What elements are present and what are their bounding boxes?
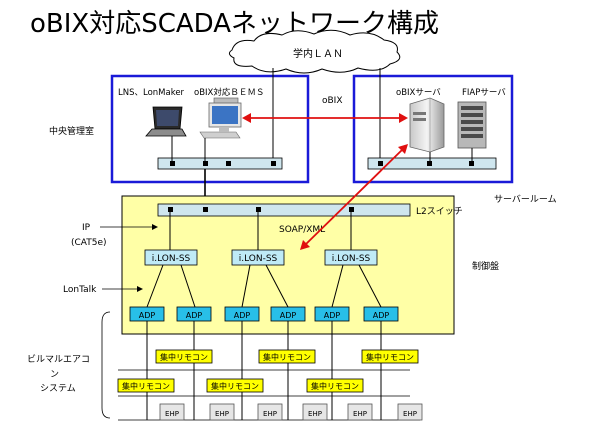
ehp-unit-2: EHP bbox=[209, 403, 235, 421]
central-switch-bar bbox=[157, 157, 283, 170]
adp-6: ADP bbox=[363, 306, 399, 322]
fiap-server-label: FIAPサーバ bbox=[462, 88, 506, 98]
ehp-unit-1: EHP bbox=[159, 403, 185, 421]
building-ac-label-2: ン bbox=[50, 370, 59, 380]
ilon-ss-2: i.LON-SS bbox=[231, 249, 285, 266]
cloud-label: 学内ＬＡＮ bbox=[293, 47, 343, 60]
svg-text:ADP: ADP bbox=[373, 311, 390, 320]
lns-label: LNS、LonMaker bbox=[118, 88, 185, 98]
central-room-label: 中央管理室 bbox=[49, 125, 94, 137]
svg-text:集中リモコン: 集中リモコン bbox=[160, 352, 208, 362]
adp-3: ADP bbox=[224, 306, 260, 322]
system-bracket bbox=[101, 311, 111, 419]
adp-1: ADP bbox=[129, 306, 165, 322]
desktop-pc-icon bbox=[199, 97, 242, 139]
svg-text:EHP: EHP bbox=[308, 410, 322, 418]
obix-protocol-label: oBIX bbox=[322, 96, 343, 106]
svg-text:EHP: EHP bbox=[215, 410, 229, 418]
central-remote-lower-2: 集中リモコン bbox=[206, 378, 264, 393]
l2-switch-bar bbox=[157, 203, 411, 217]
svg-text:i.LON-SS: i.LON-SS bbox=[332, 254, 371, 264]
ehp-unit-6: EHP bbox=[397, 403, 423, 421]
soap-xml-label: SOAP/XML bbox=[279, 225, 325, 235]
bems-label: oBIX対応ＢＥＭＳ bbox=[194, 87, 264, 98]
adp-4: ADP bbox=[270, 306, 306, 322]
page-title: oBIX対応SCADAネットワーク構成 bbox=[30, 9, 439, 39]
svg-text:ADP: ADP bbox=[234, 311, 251, 320]
server-room-label: サーバールーム bbox=[494, 194, 557, 205]
campus-lan-cloud: 学内ＬＡＮ bbox=[228, 29, 401, 74]
svg-text:ADP: ADP bbox=[186, 311, 203, 320]
svg-text:集中リモコン: 集中リモコン bbox=[211, 381, 259, 391]
svg-text:ADP: ADP bbox=[139, 311, 156, 320]
ilon-ss-1: i.LON-SS bbox=[144, 249, 198, 266]
svg-text:EHP: EHP bbox=[263, 410, 277, 418]
ip-label: IP bbox=[82, 223, 91, 233]
central-remote-upper-1: 集中リモコン bbox=[155, 349, 213, 364]
svg-text:集中リモコン: 集中リモコン bbox=[122, 381, 170, 391]
server-room-box bbox=[352, 74, 514, 184]
svg-text:ADP: ADP bbox=[280, 311, 297, 320]
obix-server-icon bbox=[409, 97, 445, 153]
lontalk-label: LonTalk bbox=[63, 285, 97, 295]
ilon-ss-3: i.LON-SS bbox=[324, 249, 378, 266]
fiap-server-icon bbox=[457, 101, 487, 149]
cat5e-label: (CAT5e) bbox=[71, 238, 107, 248]
adp-2: ADP bbox=[176, 306, 212, 322]
svg-text:ADP: ADP bbox=[324, 311, 341, 320]
svg-text:EHP: EHP bbox=[403, 410, 417, 418]
adp-5: ADP bbox=[314, 306, 350, 322]
central-remote-lower-3: 集中リモコン bbox=[306, 378, 364, 393]
central-remote-upper-3: 集中リモコン bbox=[361, 349, 419, 364]
central-room-box bbox=[110, 74, 310, 184]
central-remote-lower-1: 集中リモコン bbox=[117, 378, 175, 393]
svg-text:EHP: EHP bbox=[353, 410, 367, 418]
system-label: システム bbox=[40, 383, 76, 394]
control-panel-label: 制御盤 bbox=[472, 260, 499, 272]
ehp-unit-5: EHP bbox=[347, 403, 373, 421]
obix-server-label: oBIXサーバ bbox=[396, 88, 441, 98]
svg-text:集中リモコン: 集中リモコン bbox=[311, 381, 359, 391]
l2-switch-label: L2スイッチ bbox=[416, 206, 463, 217]
svg-text:i.LON-SS: i.LON-SS bbox=[239, 254, 278, 264]
laptop-icon bbox=[145, 106, 187, 137]
ehp-unit-4: EHP bbox=[302, 403, 328, 421]
central-remote-upper-2: 集中リモコン bbox=[258, 349, 316, 364]
ehp-unit-3: EHP bbox=[257, 403, 283, 421]
svg-text:i.LON-SS: i.LON-SS bbox=[152, 254, 191, 264]
svg-text:集中リモコン: 集中リモコン bbox=[366, 352, 414, 362]
svg-text:集中リモコン: 集中リモコン bbox=[263, 352, 311, 362]
building-ac-label-1: ビルマルエアコ bbox=[27, 354, 90, 365]
svg-text:EHP: EHP bbox=[165, 410, 179, 418]
soap-arrow bbox=[303, 147, 405, 247]
